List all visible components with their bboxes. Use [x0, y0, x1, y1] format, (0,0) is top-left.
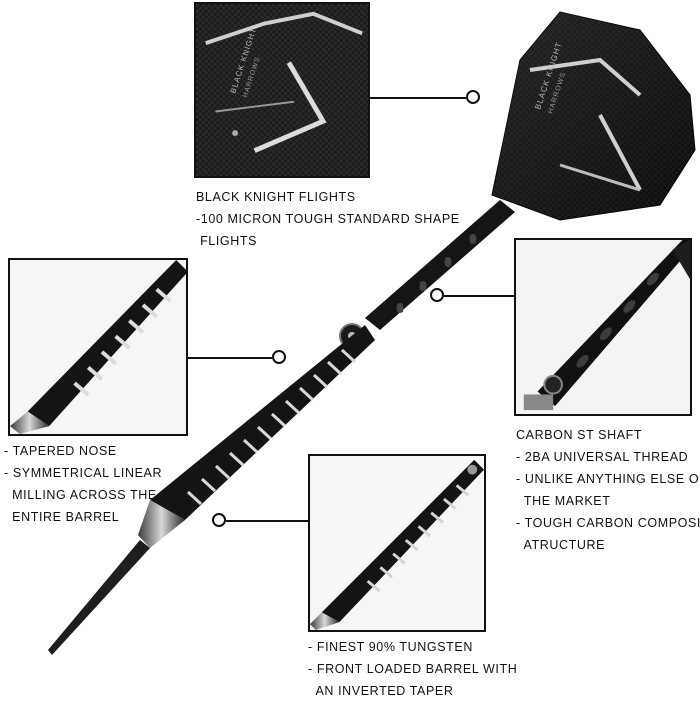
- nose-caption-line: - TAPERED NOSE: [4, 444, 117, 458]
- dart-point: [48, 540, 150, 655]
- shaft-caption: CARBON ST SHAFT - 2BA UNIVERSAL THREAD -…: [516, 424, 700, 556]
- shaft-caption-line: ATRUCTURE: [516, 538, 606, 552]
- inset-shaft-closeup: [514, 238, 692, 416]
- flights-caption-line: FLIGHTS: [196, 234, 258, 248]
- flights-caption-title: BLACK KNIGHT FLIGHTS: [196, 190, 356, 204]
- flight: BLACK KNIGHT HARROWS: [491, 11, 696, 221]
- shaft-callout-dot: [430, 288, 444, 302]
- flights-caption-line: -100 MICRON TOUGH STANDARD SHAPE: [196, 212, 460, 226]
- shaft-caption-line: - UNLIKE ANYTHING ELSE ON: [516, 472, 700, 486]
- barrel-callout-line: [226, 520, 308, 522]
- nose-caption-line: MILLING ACROSS THE: [4, 488, 157, 502]
- flights-caption: BLACK KNIGHT FLIGHTS -100 MICRON TOUGH S…: [196, 186, 460, 252]
- flight-closeup-image: BLACK KNIGHT HARROWS: [196, 4, 368, 176]
- barrel: [138, 325, 375, 548]
- shaft-caption-line: - TOUGH CARBON COMPOSITE: [516, 516, 700, 530]
- nose-caption: - TAPERED NOSE - SYMMETRICAL LINEAR MILL…: [4, 440, 162, 528]
- nose-callout-dot: [272, 350, 286, 364]
- barrel-callout-dot: [212, 513, 226, 527]
- inset-flight-closeup: BLACK KNIGHT HARROWS: [194, 2, 370, 178]
- barrel-caption-line: - FRONT LOADED BARREL WITH: [308, 662, 518, 676]
- shaft-closeup-image: [516, 240, 690, 414]
- inset-nose-closeup: [8, 258, 188, 436]
- barrel-caption-line: AN INVERTED TAPER: [308, 684, 454, 698]
- inset-barrel-closeup: [308, 454, 486, 632]
- shaft-caption-line: - 2BA UNIVERSAL THREAD: [516, 450, 689, 464]
- barrel-caption: - FINEST 90% TUNGSTEN - FRONT LOADED BAR…: [308, 636, 517, 702]
- shaft-callout-line: [444, 295, 514, 297]
- nose-callout-line: [188, 357, 272, 359]
- nose-caption-line: ENTIRE BARREL: [4, 510, 120, 524]
- shaft-caption-title: CARBON ST SHAFT: [516, 428, 643, 442]
- barrel-closeup-image: [310, 456, 484, 630]
- flight-callout-dot: [466, 90, 480, 104]
- nose-caption-line: - SYMMETRICAL LINEAR: [4, 466, 163, 480]
- shaft-caption-line: THE MARKET: [516, 494, 611, 508]
- barrel-caption-line: - FINEST 90% TUNGSTEN: [308, 640, 473, 654]
- nose-closeup-image: [10, 260, 186, 434]
- flight-callout-line: [370, 97, 466, 99]
